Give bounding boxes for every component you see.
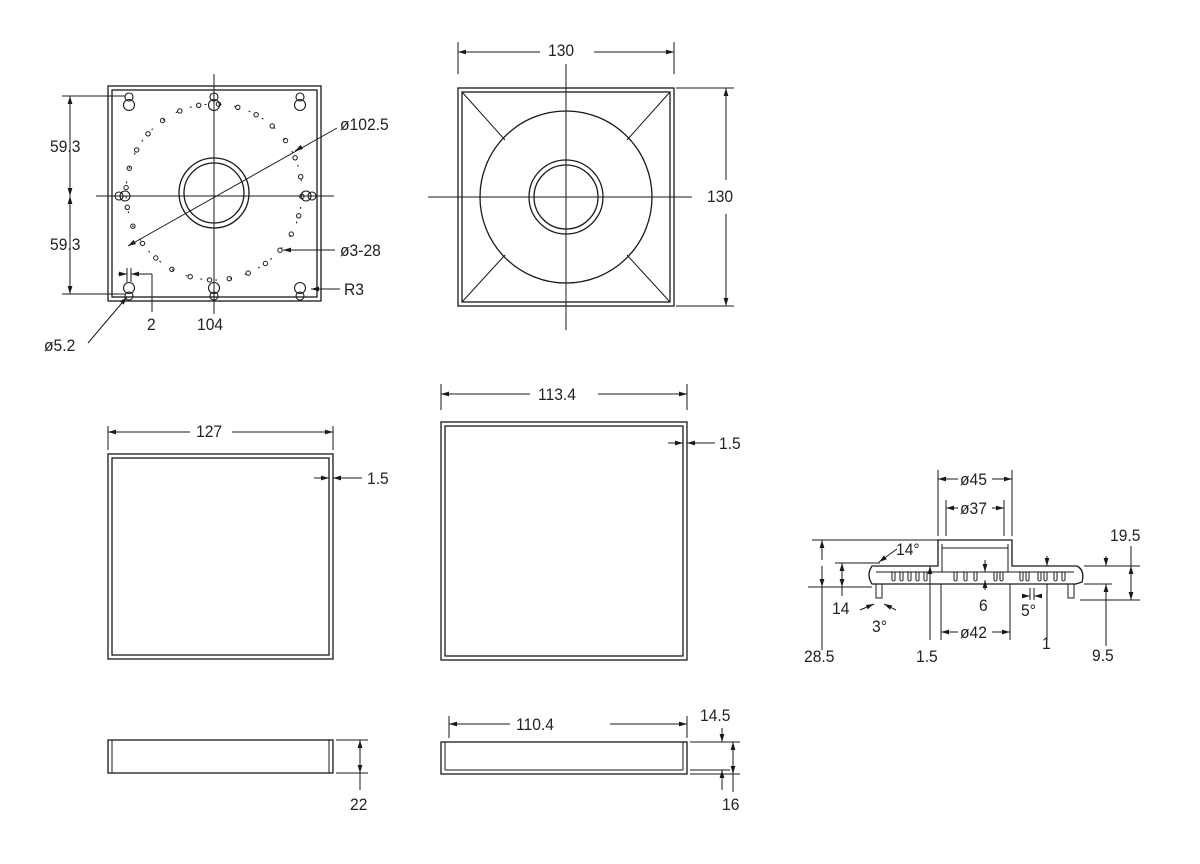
rib: [1061, 572, 1066, 582]
bolt-hole: [169, 266, 175, 272]
rib: [973, 572, 978, 582]
keyhole-slots: [114, 92, 317, 301]
dim-radius: R3: [344, 280, 364, 299]
dim-6: 6: [979, 596, 988, 615]
section-ribs: [891, 572, 1066, 582]
bolt-hole: [235, 104, 241, 111]
bolt-hole: [292, 155, 298, 161]
dim-angle-3: 3°: [872, 617, 887, 636]
dim-14: 14: [832, 599, 850, 618]
bolt-hole: [177, 108, 183, 114]
dim-width-110-4: 110.4: [516, 715, 554, 734]
rib: [999, 572, 1004, 582]
rib: [899, 572, 904, 582]
dim-d45: ø45: [960, 470, 987, 489]
rib: [963, 572, 968, 582]
dim-width-127: 127: [196, 422, 223, 441]
dim-59-3-bottom: 59.3: [50, 235, 81, 254]
dim-wall-1-5-right: 1.5: [719, 434, 741, 453]
dim-1: 1: [1042, 634, 1051, 653]
bolt-hole: [298, 174, 304, 180]
dim-gap: 2: [147, 315, 156, 334]
section-view: [808, 470, 1140, 650]
rib: [907, 572, 912, 582]
bolt-hole: [130, 223, 136, 229]
rib: [1019, 572, 1024, 582]
bolt-hole: [245, 270, 251, 276]
bolt-hole: [123, 184, 129, 191]
rib: [891, 572, 896, 582]
dim-angle-14: 14°: [896, 540, 920, 559]
bolt-hole: [282, 137, 289, 144]
bolt-holes: [123, 101, 305, 283]
dim-pitch: 104: [197, 315, 224, 334]
rib: [953, 572, 958, 582]
dim-hole-spec: ø3-28: [340, 241, 381, 260]
dim-width-113-4: 113.4: [538, 385, 576, 404]
bolt-hole: [296, 213, 302, 219]
bolt-hole: [126, 165, 133, 171]
side-view-22: [107, 739, 368, 790]
rib: [1037, 572, 1042, 582]
rib: [915, 572, 920, 582]
dim-d42: ø42: [960, 623, 987, 642]
rib: [1053, 572, 1058, 582]
bolt-hole: [262, 260, 269, 267]
bolt-hole: [153, 255, 159, 261]
bolt-hole: [277, 247, 283, 253]
dim-thickness-1-5: 1.5: [916, 647, 938, 666]
side-view-110: [440, 716, 740, 792]
dim-height-14-5: 14.5: [700, 706, 731, 725]
dim-slot-diameter: ø5.2: [44, 336, 76, 355]
bolt-hole: [253, 112, 259, 118]
dim-height-130: 130: [707, 187, 734, 206]
cover-top-view: [428, 42, 734, 330]
bolt-hole: [206, 277, 213, 283]
dim-19-5: 19.5: [1110, 526, 1141, 545]
bolt-hole: [269, 123, 275, 129]
rib: [923, 572, 928, 582]
dim-height-16: 16: [722, 795, 740, 814]
dim-59-3-top: 59.3: [50, 137, 81, 156]
bolt-hole: [187, 274, 193, 280]
rib: [1043, 572, 1048, 582]
dim-9-5: 9.5: [1092, 646, 1114, 665]
dim-angle-5: 5°: [1021, 601, 1036, 620]
bolt-hole: [139, 240, 146, 247]
rib: [993, 572, 998, 582]
panel-127-view: [107, 426, 362, 660]
bolt-hole: [124, 204, 131, 211]
dim-d37: ø37: [960, 499, 987, 518]
panel-113-view: [440, 384, 715, 661]
dim-bolt-circle-diameter: ø102.5: [340, 115, 389, 134]
bolt-hole: [145, 131, 151, 137]
bolt-hole: [288, 231, 294, 237]
rib: [1025, 572, 1030, 582]
bolt-hole: [196, 102, 202, 109]
bolt-hole: [134, 147, 140, 153]
bolt-hole: [159, 117, 166, 124]
bolt-hole: [226, 276, 233, 282]
dim-28-5: 28.5: [804, 647, 835, 666]
base-plate-view: [62, 74, 340, 344]
dim-width-130: 130: [548, 41, 575, 60]
dim-wall-1-5-left: 1.5: [367, 469, 389, 488]
dim-height-22: 22: [350, 795, 368, 814]
